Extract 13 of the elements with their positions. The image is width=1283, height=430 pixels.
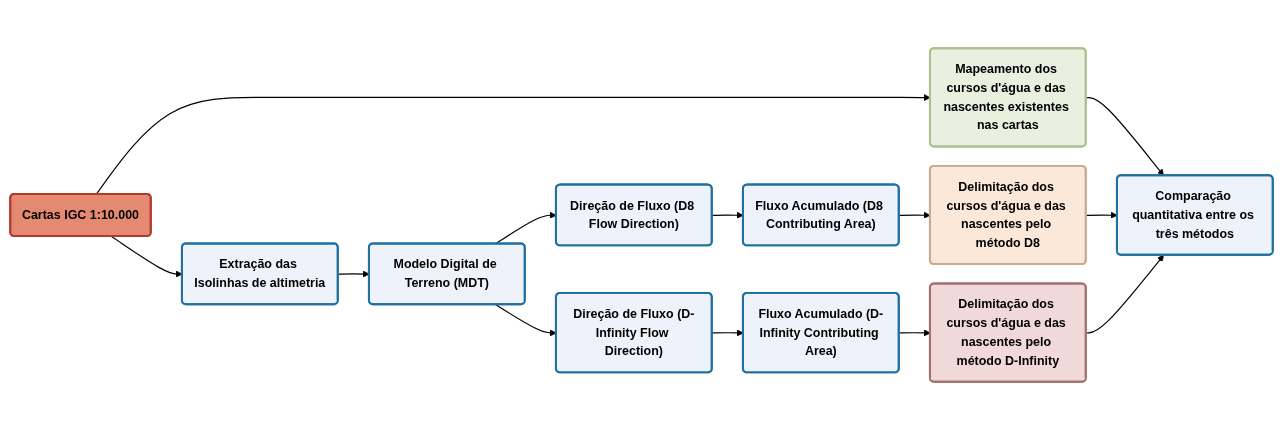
process-box: Direção de Fluxo (D-Infinity Flow Direction) <box>554 291 713 374</box>
process-box: Direção de Fluxo (D8 Flow Direction) <box>554 183 713 247</box>
process-box: Modelo Digital de Terreno (MDT) <box>367 242 526 306</box>
process-box: Cartas IGC 1:10.000 <box>9 192 152 237</box>
process-box: Comparação quantitativa entre os três métodos <box>1115 174 1274 256</box>
process-box: Delimitação dos cursos d'água e das nascentes pelo método D8 <box>928 164 1087 266</box>
arrow <box>1085 254 1164 334</box>
process-box: Fluxo Acumulado (D8 Contributing Area) <box>741 183 900 247</box>
process-box: Mapeamento dos cursos d'água e das nascentes existentes nas cartas <box>928 47 1087 148</box>
arrow <box>1085 97 1164 176</box>
process-box: Delimitação dos cursos d'água e das nascentes pelo método D-Infinity <box>928 282 1087 383</box>
process-box: Extração das Isolinhas de altimetria <box>180 242 339 306</box>
process-box: Fluxo Acumulado (D-Infinity Contributing Area) <box>741 291 900 374</box>
